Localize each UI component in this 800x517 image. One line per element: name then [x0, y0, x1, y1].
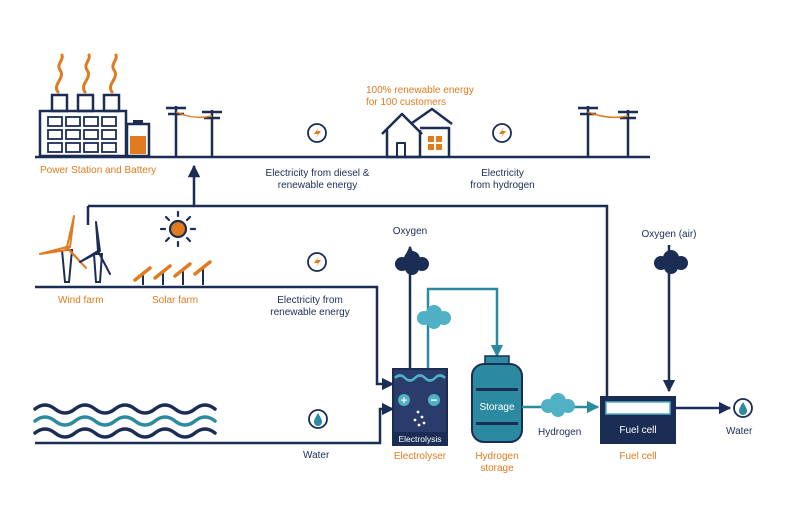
electrolysis-label: Electrolysis	[399, 434, 442, 444]
electrolyser-tank: + −	[392, 368, 448, 446]
oxygen-air-label: Oxygen (air)	[641, 229, 697, 240]
house-icon	[381, 107, 453, 159]
sun-icon	[159, 210, 197, 248]
diesel-electricity-line2: renewable energy	[277, 180, 358, 191]
cloud-icon-oxygen	[395, 251, 429, 275]
factory-windows	[47, 116, 117, 153]
power-pylon-icon-right	[578, 106, 638, 157]
fuel-cell-inner-label: Fuel cell	[619, 425, 656, 436]
water-drop-icon	[308, 409, 328, 429]
renewable-customers-line2: for 100 customers	[366, 97, 447, 108]
cloud-icon-hydrogen-2	[541, 393, 575, 417]
hydrogen-electricity-line1: Electricity	[481, 168, 524, 179]
hydrogen-storage-line1: Hydrogen	[475, 451, 519, 462]
oxygen-label: Oxygen	[392, 226, 428, 237]
wind-farm-label: Wind farm	[58, 295, 104, 306]
house-windows	[428, 136, 442, 150]
wind-turbine-icon-2	[79, 221, 111, 283]
renewable-customers-line1: 100% renewable energy	[366, 85, 474, 96]
fuel-cell-box	[600, 396, 676, 444]
cloud-icon-hydrogen	[417, 305, 451, 329]
solar-farm-label: Solar farm	[152, 295, 199, 306]
svg-text:+: +	[401, 395, 407, 407]
hydrogen-storage-label: Hydrogen storage	[462, 451, 532, 475]
storage-tank	[471, 355, 523, 443]
svg-text:−: −	[430, 393, 437, 407]
hydrogen-label: Hydrogen	[538, 427, 582, 438]
lightning-icon-2	[492, 123, 512, 143]
cloud-icon-oxygen-air	[654, 250, 688, 274]
waves-icon	[33, 403, 217, 439]
smoke-icon	[55, 53, 118, 94]
electrolyser-label: Electrolyser	[393, 451, 447, 462]
power-cable	[175, 111, 213, 119]
lightning-icon-3	[307, 252, 327, 272]
lightning-icon	[307, 123, 327, 143]
solar-panel-icon	[133, 260, 212, 285]
power-pylon-icon	[166, 106, 222, 157]
renewable-to-electrolyser-line	[35, 285, 395, 391]
wind-turbine-icon	[39, 215, 87, 283]
battery-icon	[125, 120, 151, 158]
renewable-electricity-line1: Electricity from	[277, 295, 343, 306]
water-drop-icon-out	[733, 398, 753, 418]
renewable-customers-label: 100% renewable energy for 100 customers	[366, 85, 474, 109]
water-to-electrolyser-line	[35, 402, 395, 445]
hydrogen-storage-line2: storage	[480, 463, 514, 474]
diesel-electricity-line1: Electricity from diesel &	[265, 168, 370, 179]
hydrogen-to-storage-line	[426, 287, 504, 368]
hydrogen-electricity-line2: from hydrogen	[470, 180, 535, 191]
renewable-electricity-line2: renewable energy	[270, 307, 350, 318]
grid-to-fuelcell-line	[192, 188, 609, 400]
hydrogen-electricity-label: Electricity from hydrogen	[455, 168, 550, 192]
fuel-cell-label: Fuel cell	[619, 451, 657, 462]
diesel-electricity-label: Electricity from diesel & renewable ener…	[250, 168, 385, 192]
renewable-electricity-label: Electricity from renewable energy	[255, 295, 365, 319]
power-cable-right	[587, 111, 629, 119]
water-in-label: Water	[303, 450, 330, 461]
storage-label: Storage	[479, 402, 514, 413]
water-out-label: Water	[726, 426, 753, 437]
power-station-label: Power Station and Battery	[40, 165, 157, 176]
